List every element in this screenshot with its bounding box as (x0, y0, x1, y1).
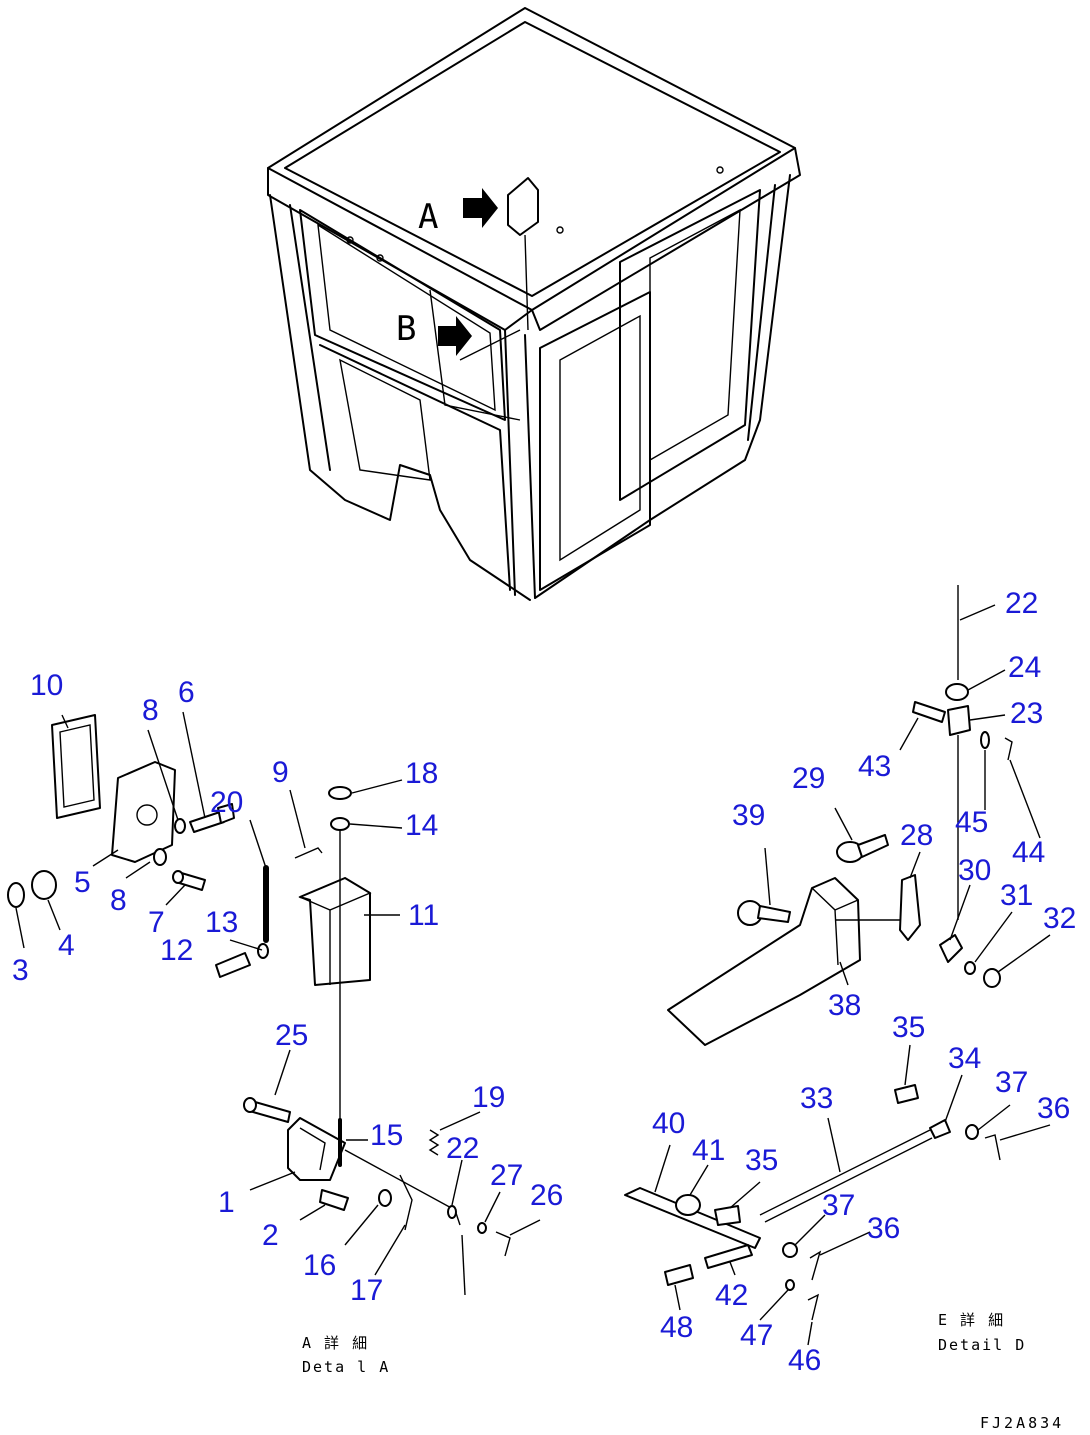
callout-20: 20 (210, 786, 243, 819)
callout-34: 34 (948, 1042, 981, 1075)
callout-numbers: 1 2 3 4 5 6 7 8 8 9 10 11 12 13 14 15 16… (12, 587, 1076, 1377)
callout-27: 27 (490, 1159, 523, 1192)
callout-3: 3 (12, 954, 29, 987)
cab-assembly (267, 7, 801, 601)
callout-36b: 36 (867, 1212, 900, 1245)
callout-37a: 37 (995, 1066, 1028, 1099)
callout-37b: 37 (822, 1189, 855, 1222)
callout-24: 24 (1008, 651, 1041, 684)
callout-19: 19 (472, 1081, 505, 1114)
callout-29: 29 (792, 762, 825, 795)
callout-41: 41 (692, 1134, 725, 1167)
callout-2: 2 (262, 1219, 279, 1252)
callout-15: 15 (370, 1119, 403, 1152)
callout-17: 17 (350, 1274, 383, 1307)
callout-26: 26 (530, 1179, 563, 1212)
callout-9: 9 (272, 756, 289, 789)
callout-48: 48 (660, 1311, 693, 1344)
callout-8b: 8 (110, 884, 127, 917)
detail-a-caption-jp: A 詳 細 (302, 1334, 369, 1352)
callout-35a: 35 (892, 1011, 925, 1044)
callout-11: 11 (408, 899, 439, 932)
callout-25: 25 (275, 1019, 308, 1052)
callout-8a: 8 (142, 694, 159, 727)
callout-1: 1 (218, 1186, 235, 1219)
detail-a-caption-en: Deta l A (302, 1358, 390, 1376)
callout-10: 10 (30, 669, 63, 702)
callout-13: 13 (205, 906, 238, 939)
callout-44: 44 (1012, 836, 1045, 869)
drawing-code: FJ2A834 (980, 1414, 1064, 1432)
detail-b-caption-jp: E 詳 細 (938, 1311, 1005, 1329)
callout-46: 46 (788, 1344, 821, 1377)
callout-47: 47 (740, 1319, 773, 1352)
detail-a-parts (7, 714, 511, 1296)
callout-39: 39 (732, 799, 765, 832)
callout-7: 7 (148, 906, 165, 939)
view-label-b: B (396, 309, 416, 349)
callout-40: 40 (652, 1107, 685, 1140)
callout-6: 6 (178, 676, 195, 709)
detail-b-leaders (654, 604, 1051, 1346)
detail-a-leaders (15, 711, 541, 1276)
detail-b-parts (624, 585, 1013, 1321)
callout-28: 28 (900, 819, 933, 852)
callout-22a: 22 (446, 1132, 479, 1165)
callout-14: 14 (405, 809, 438, 842)
callout-45: 45 (955, 806, 988, 839)
view-label-a: A (418, 197, 438, 237)
callout-12: 12 (160, 934, 193, 967)
callout-22b: 22 (1005, 587, 1038, 620)
detail-b-caption-en: Detail D (938, 1336, 1026, 1354)
callout-30: 30 (958, 854, 991, 887)
callout-18: 18 (405, 757, 438, 790)
callout-36a: 36 (1037, 1092, 1070, 1125)
callout-42: 42 (715, 1279, 748, 1312)
callout-23: 23 (1010, 697, 1043, 730)
callout-33: 33 (800, 1082, 833, 1115)
callout-4: 4 (58, 929, 75, 962)
callout-43: 43 (858, 750, 891, 783)
callout-35b: 35 (745, 1144, 778, 1177)
callout-38: 38 (828, 989, 861, 1022)
callout-32: 32 (1043, 902, 1076, 935)
callout-16: 16 (303, 1249, 336, 1282)
callout-5: 5 (74, 866, 91, 899)
callout-31: 31 (1000, 879, 1033, 912)
